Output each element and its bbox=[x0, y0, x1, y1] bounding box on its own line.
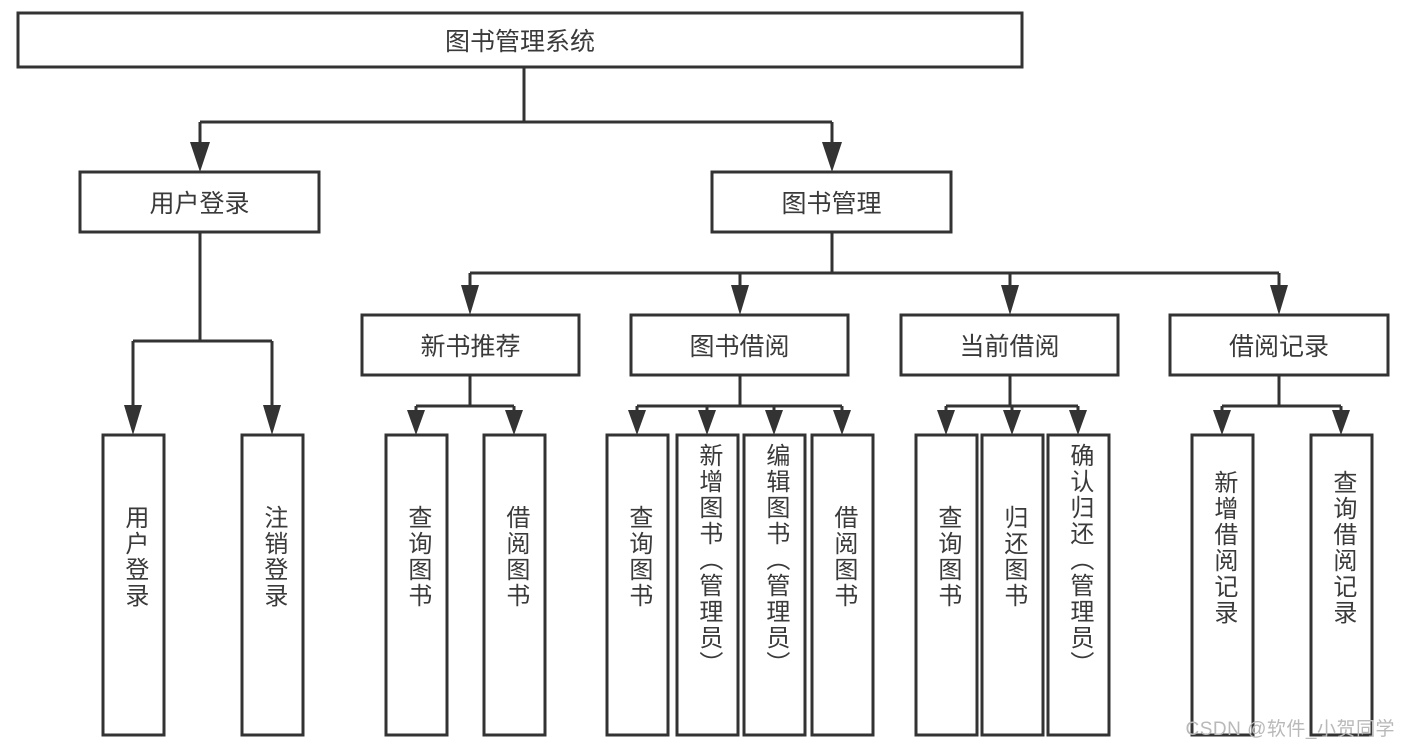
arrowhead-cb-leaf1 bbox=[937, 410, 955, 435]
node-new-book-recommend[interactable] bbox=[360, 313, 581, 377]
leaf-br-add-record[interactable] bbox=[1190, 433, 1255, 737]
arrowhead-leaf-logout bbox=[263, 405, 281, 435]
arrowhead-bb-leaf1 bbox=[628, 410, 646, 435]
arrowhead-nb-leaf1 bbox=[407, 410, 425, 435]
node-root-system[interactable] bbox=[16, 11, 1024, 69]
node-current-borrow[interactable] bbox=[899, 313, 1120, 377]
leaf-cb-confirm-return[interactable] bbox=[1046, 433, 1111, 737]
leaf-bb-query-book[interactable] bbox=[605, 433, 670, 737]
arrowhead-nb-leaf2 bbox=[505, 410, 523, 435]
leaf-cb-return-book[interactable] bbox=[980, 433, 1045, 737]
leaf-bb-edit-book[interactable] bbox=[742, 433, 807, 737]
leaf-bb-borrow-book[interactable] bbox=[810, 433, 875, 737]
leaf-nb-query-book[interactable] bbox=[384, 433, 449, 737]
node-borrow-record[interactable] bbox=[1168, 313, 1390, 377]
arrowhead-borrowrecord bbox=[1270, 285, 1288, 315]
arrowhead-cb-leaf3 bbox=[1069, 410, 1087, 435]
arrowhead-book-mgmt bbox=[822, 142, 842, 172]
leaf-user-login[interactable] bbox=[101, 433, 166, 737]
leaf-cb-query-book[interactable] bbox=[914, 433, 979, 737]
node-user-login[interactable] bbox=[78, 170, 321, 234]
arrowhead-leaf-user-login bbox=[124, 405, 142, 435]
arrowhead-user-login bbox=[190, 142, 210, 172]
node-book-borrow[interactable] bbox=[629, 313, 850, 377]
arrowhead-bookborrow bbox=[731, 285, 749, 315]
arrowhead-bb-leaf4 bbox=[833, 410, 851, 435]
arrowhead-newbook bbox=[461, 285, 479, 315]
arrowhead-currentborrow bbox=[1001, 285, 1019, 315]
leaf-logout-login[interactable] bbox=[240, 433, 305, 737]
arrowhead-br-leaf1 bbox=[1213, 410, 1231, 435]
leaf-nb-borrow-book[interactable] bbox=[482, 433, 547, 737]
arrowhead-bb-leaf2 bbox=[698, 410, 716, 435]
leaf-bb-add-book[interactable] bbox=[675, 433, 740, 737]
arrowhead-cb-leaf2 bbox=[1003, 410, 1021, 435]
leaf-br-query-record[interactable] bbox=[1309, 433, 1374, 737]
arrowhead-bb-leaf3 bbox=[765, 410, 783, 435]
arrowhead-br-leaf2 bbox=[1332, 410, 1350, 435]
node-book-management[interactable] bbox=[710, 170, 953, 234]
